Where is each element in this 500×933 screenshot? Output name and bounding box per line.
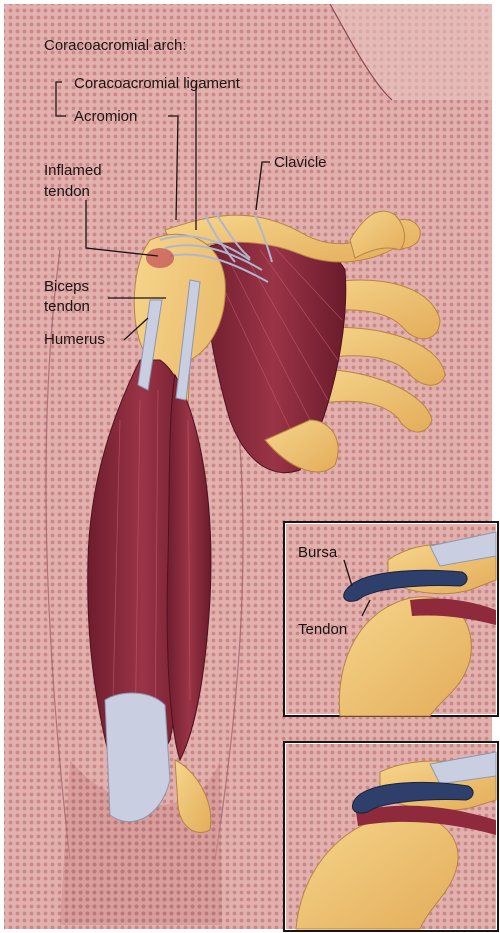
inset-normal-bursa: Bursa Tendon — [284, 522, 498, 716]
bursa-label: Bursa — [298, 544, 338, 561]
biceps-tendon-label-line2: tendon — [44, 298, 90, 315]
humerus-label: Humerus — [44, 331, 105, 348]
inflamed-tendon-label-line1: Inflamed — [44, 162, 102, 179]
acromion-label: Acromion — [74, 108, 137, 125]
inset-inflamed-bursa — [284, 742, 498, 931]
tendon-label: Tendon — [298, 621, 347, 638]
inflamed-area — [146, 248, 174, 268]
arch-title: Coracoacromial arch: — [44, 37, 187, 54]
inflamed-tendon-label-line2: tendon — [44, 183, 90, 200]
coracoacromial-ligament-label: Coracoacromial ligament — [74, 75, 241, 92]
clavicle-label: Clavicle — [274, 154, 327, 171]
biceps-tendon-label-line1: Biceps — [44, 278, 89, 295]
